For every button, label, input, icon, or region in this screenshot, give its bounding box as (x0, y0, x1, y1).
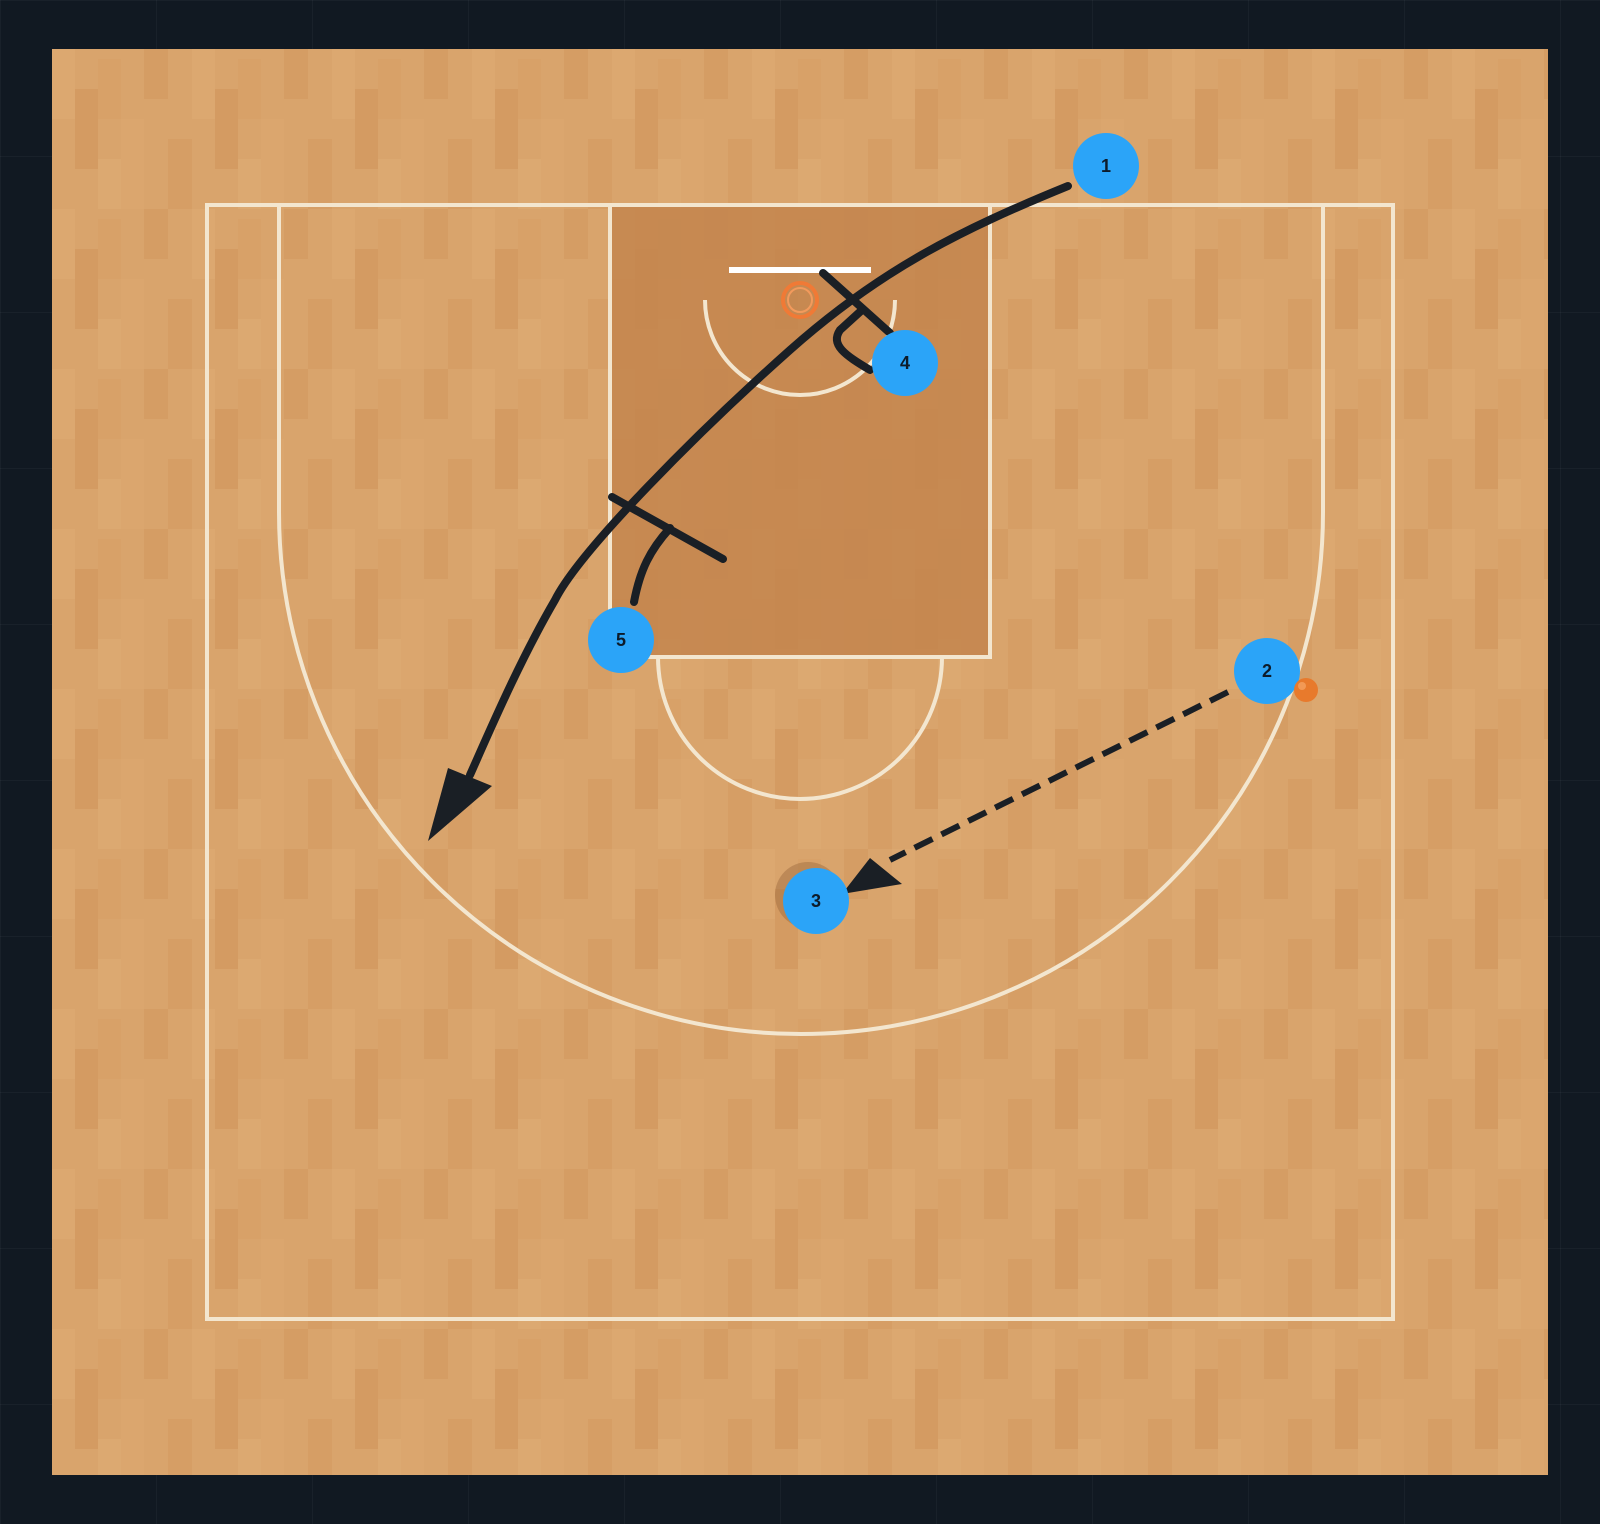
screen-path (832, 306, 874, 374)
ball (1294, 678, 1318, 702)
paint-key (610, 205, 990, 657)
cut-arrowhead (428, 768, 492, 841)
cut-path (466, 182, 1072, 779)
player-2[interactable]: 2 (1234, 638, 1300, 704)
player-number: 4 (900, 353, 910, 373)
player-number: 1 (1101, 156, 1111, 176)
paint-outline (608, 205, 992, 659)
screen-player-5 (608, 493, 727, 606)
player-number: 5 (616, 630, 626, 650)
pass-arrow-2-to-3 (842, 689, 1230, 894)
player-5[interactable]: 5 (588, 607, 654, 673)
player-1[interactable]: 1 (1073, 133, 1139, 199)
screen-player-4 (819, 269, 894, 374)
ball-icon[interactable] (1294, 678, 1318, 702)
player-marker (1073, 133, 1139, 199)
rim (781, 281, 819, 319)
court-boundary (205, 203, 1395, 1321)
player-4[interactable]: 4 (872, 330, 938, 396)
rim-inner (787, 287, 813, 313)
pass-path (888, 689, 1230, 863)
cut-arrow-player-1 (428, 182, 1072, 841)
screen-bar (608, 493, 727, 563)
free-throw-circle (656, 656, 944, 801)
player-3[interactable]: 3 (775, 862, 849, 934)
player-marker (872, 330, 938, 396)
player-marker (588, 607, 654, 673)
three-point-line (277, 205, 1325, 1036)
screen-bar (819, 269, 894, 337)
player-marker (1234, 638, 1300, 704)
player-marker (783, 868, 849, 934)
ball-highlight (1298, 682, 1306, 690)
player-number: 2 (1262, 661, 1272, 681)
player-number: 3 (811, 891, 821, 911)
screen-path (630, 524, 674, 606)
pass-arrowhead (842, 858, 902, 894)
